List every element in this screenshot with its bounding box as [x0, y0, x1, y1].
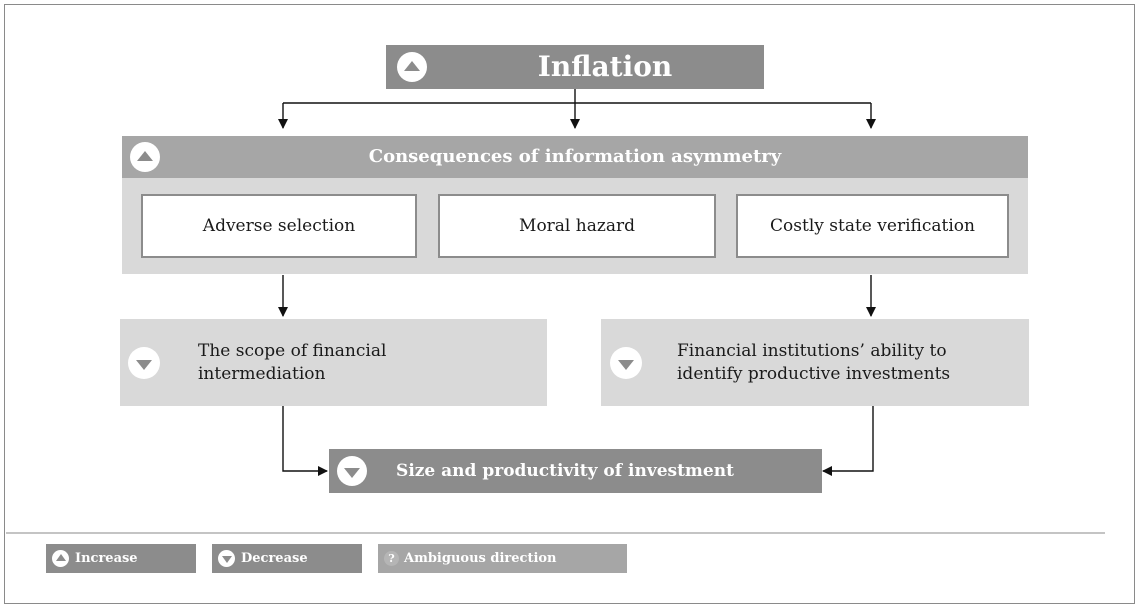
legend-decrease-label: Decrease — [241, 551, 308, 566]
increase-icon — [397, 52, 427, 82]
decrease-icon — [128, 347, 160, 379]
increase-icon — [52, 550, 69, 567]
decrease-icon — [610, 347, 642, 379]
legend-ambiguous: ? Ambiguous direction — [378, 544, 627, 573]
legend-ambiguous-label: Ambiguous direction — [404, 551, 557, 566]
consequences-panel: Adverse selection Moral hazard Costly st… — [122, 178, 1028, 274]
investment-outcome-label: Size and productivity of investment — [396, 461, 734, 481]
scope-financial-intermediation-box: The scope of financial intermediation — [120, 319, 547, 406]
institutions-ability-label: Financial institutions’ ability to ident… — [677, 341, 951, 384]
consequences-header-label: Consequences of information asymmetry — [368, 146, 782, 167]
moral-hazard-box: Moral hazard — [438, 194, 716, 258]
consequences-header: Consequences of information asymmetry — [122, 136, 1028, 178]
legend-decrease: Decrease — [212, 544, 362, 573]
diagram-frame — [4, 4, 1135, 604]
institutions-ability-box: Financial institutions’ ability to ident… — [601, 319, 1029, 406]
connector-ability-to-investment — [822, 406, 874, 476]
legend-increase-label: Increase — [75, 551, 138, 566]
connector-scope-to-investment — [282, 406, 328, 476]
adverse-selection-box: Adverse selection — [141, 194, 417, 258]
costly-state-verification-box: Costly state verification — [736, 194, 1009, 258]
legend-increase: Increase — [46, 544, 196, 573]
increase-icon — [130, 142, 160, 172]
inflation-label: Inflation — [537, 50, 673, 83]
decrease-icon — [337, 456, 367, 486]
decrease-icon — [218, 550, 235, 567]
question-icon: ? — [384, 551, 399, 566]
investment-outcome-box: Size and productivity of investment — [329, 449, 822, 493]
scope-financial-intermediation-label: The scope of financial intermediation — [198, 341, 387, 384]
inflation-box: Inflation — [386, 45, 764, 89]
